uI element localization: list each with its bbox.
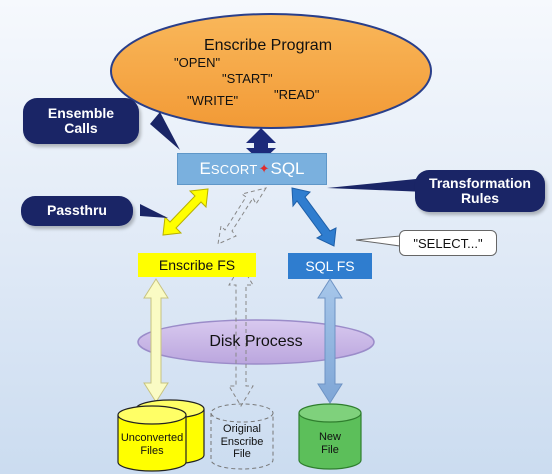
passthru-callout: Passthru [21,196,133,226]
ensemble-calls-callout: Ensemble Calls [23,98,139,144]
original-disk-arrow [228,264,254,407]
select-statement-callout: "SELECT..." [399,230,497,256]
passthru-arrow [162,188,209,236]
select-callout-tail [355,235,401,247]
transformation-rules-callout: Transformation Rules [415,170,545,212]
escort-rest: SCORT [210,161,258,177]
enscribe-program-ellipse [110,13,432,129]
unconverted-files-cylinder [117,399,205,472]
disk-process-ellipse [137,319,375,365]
original-path-arrow [217,187,268,245]
transformation-arrow [291,187,337,247]
new-file-cylinder [298,403,362,470]
original-enscribe-file-label: Original Enscribe File [220,423,264,461]
call-write: "WRITE" [187,93,239,108]
original-enscribe-file-cylinder [210,403,274,470]
call-start: "START" [222,71,273,86]
sql-disk-arrow [317,278,343,404]
ensemble-callout-pointer [150,112,180,150]
escort-initial: E [199,159,211,178]
transformation-callout-pointer [327,178,426,192]
call-read: "READ" [274,87,320,102]
escort-sql: SQL [270,159,305,178]
enscribe-fs-box: Enscribe FS [138,253,256,277]
escort-star-icon: ✦ [258,161,270,176]
passthru-callout-pointer [140,204,168,218]
call-open: "OPEN" [174,55,221,70]
new-file-label: New File [318,431,341,456]
unconverted-files-label: Unconverted Files [120,432,184,457]
program-title: Enscribe Program [203,37,333,54]
sql-fs-box: SQL FS [288,253,372,279]
disk-process-label: Disk Process [209,333,303,350]
